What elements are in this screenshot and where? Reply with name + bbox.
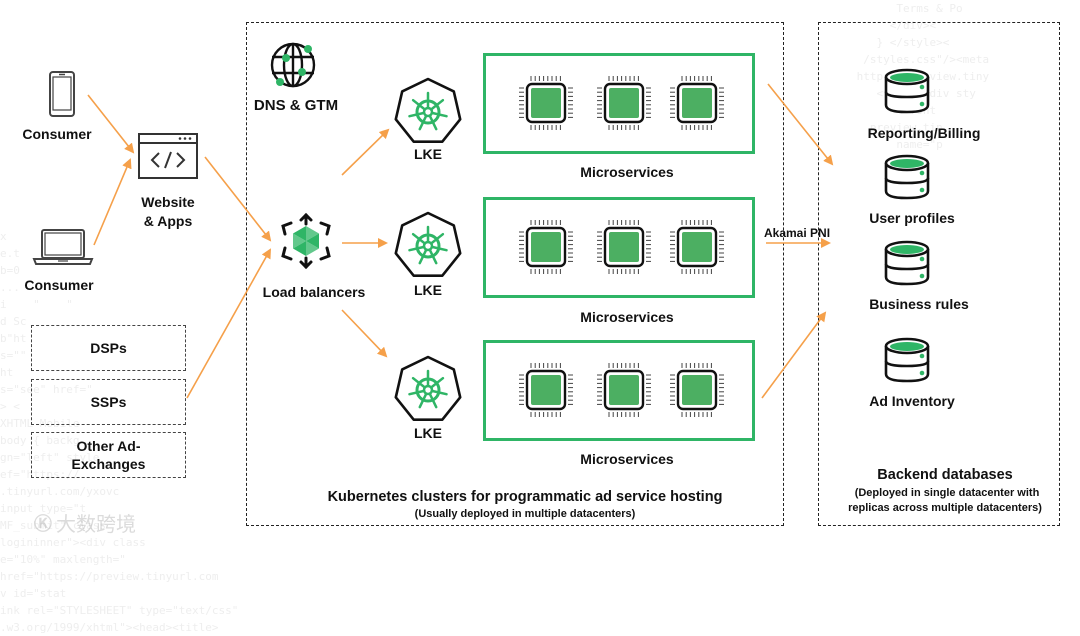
website-label-line1: Website [141,194,195,210]
database-label: Business rules [869,296,969,312]
arrow-ms3-to-db [761,311,827,399]
database-icon [884,154,930,200]
consumer-laptop-label: Consumer [24,277,94,293]
database-label: User profiles [869,210,955,226]
database-label: Reporting/Billing [867,125,981,141]
cpu-chip-icon [670,363,724,417]
database-icon [884,68,930,114]
arrow-ms1-to-db [767,83,834,166]
cpu-chip-icon [597,76,651,130]
cpu-chip-icon [519,220,573,274]
database-label: Ad Inventory [869,393,955,409]
ad-exchange-label: SSPs [90,394,127,410]
ad-exchange-label: Other Ad- Exchanges [71,438,146,472]
browser-code-icon [138,133,198,179]
smartphone-icon [49,71,75,117]
microservices-label: Microservices [580,309,674,325]
backend-zone-subtitle-2: replicas across multiple datacenters) [848,502,1042,514]
lke-label: LKE [414,425,442,441]
ad-exchange-dsps: DSPs [31,325,186,371]
watermark-logo-text: 大数跨境 [56,512,136,536]
microservices-label: Microservices [580,164,674,180]
kubernetes-zone-title: Kubernetes clusters for programmatic ad … [327,489,723,505]
kubernetes-zone-subtitle: (Usually deployed in multiple datacenter… [414,508,636,520]
cpu-chip-icon [597,220,651,274]
kubernetes-lke-icon [394,355,462,421]
ad-exchange-other: Other Ad- Exchanges [31,432,186,478]
kubernetes-lke-icon [394,211,462,277]
akamai-pni-label: Akamai PNI [764,226,831,240]
microservices-box [483,197,755,298]
laptop-icon [32,229,94,265]
globe-network-icon [270,42,316,88]
lke-label: LKE [414,146,442,162]
lke-label: LKE [414,282,442,298]
load-balancers-label: Load balancers [262,284,366,300]
arrow-website-to-lb [204,156,272,242]
microservices-box [483,340,755,441]
consumer-mobile-label: Consumer [22,126,92,142]
arrow-laptop-to-website [93,158,132,246]
load-balancer-icon [281,212,331,270]
database-icon [884,240,930,286]
dns-gtm-label: DNS & GTM [253,97,339,114]
backend-zone-subtitle-1: (Deployed in single datacenter with [854,487,1040,499]
ad-exchange-label: DSPs [90,340,127,356]
arrow-lb-to-lke-3 [341,309,388,358]
arrow-ssps-to-lb [186,248,271,399]
cpu-chip-icon [519,363,573,417]
cpu-chip-icon [670,220,724,274]
cpu-chip-icon [519,76,573,130]
microservices-box [483,53,755,154]
microservices-label: Microservices [580,451,674,467]
watermark-logo-icon: Ⓚ [34,513,52,534]
database-icon [884,337,930,383]
kubernetes-lke-icon [394,77,462,143]
website-label-line2: & Apps [143,213,193,229]
ad-exchange-ssps: SSPs [31,379,186,425]
backend-zone-title: Backend databases [877,467,1013,483]
connector-arrows [87,83,834,399]
backend-zone [818,22,1060,526]
cpu-chip-icon [670,76,724,130]
cpu-chip-icon [597,363,651,417]
kubernetes-zone [246,22,784,526]
watermark-logo: Ⓚ 大数跨境 [34,508,136,537]
arrow-lb-to-lke-1 [341,128,390,176]
arrow-mobile-to-website [87,94,135,154]
